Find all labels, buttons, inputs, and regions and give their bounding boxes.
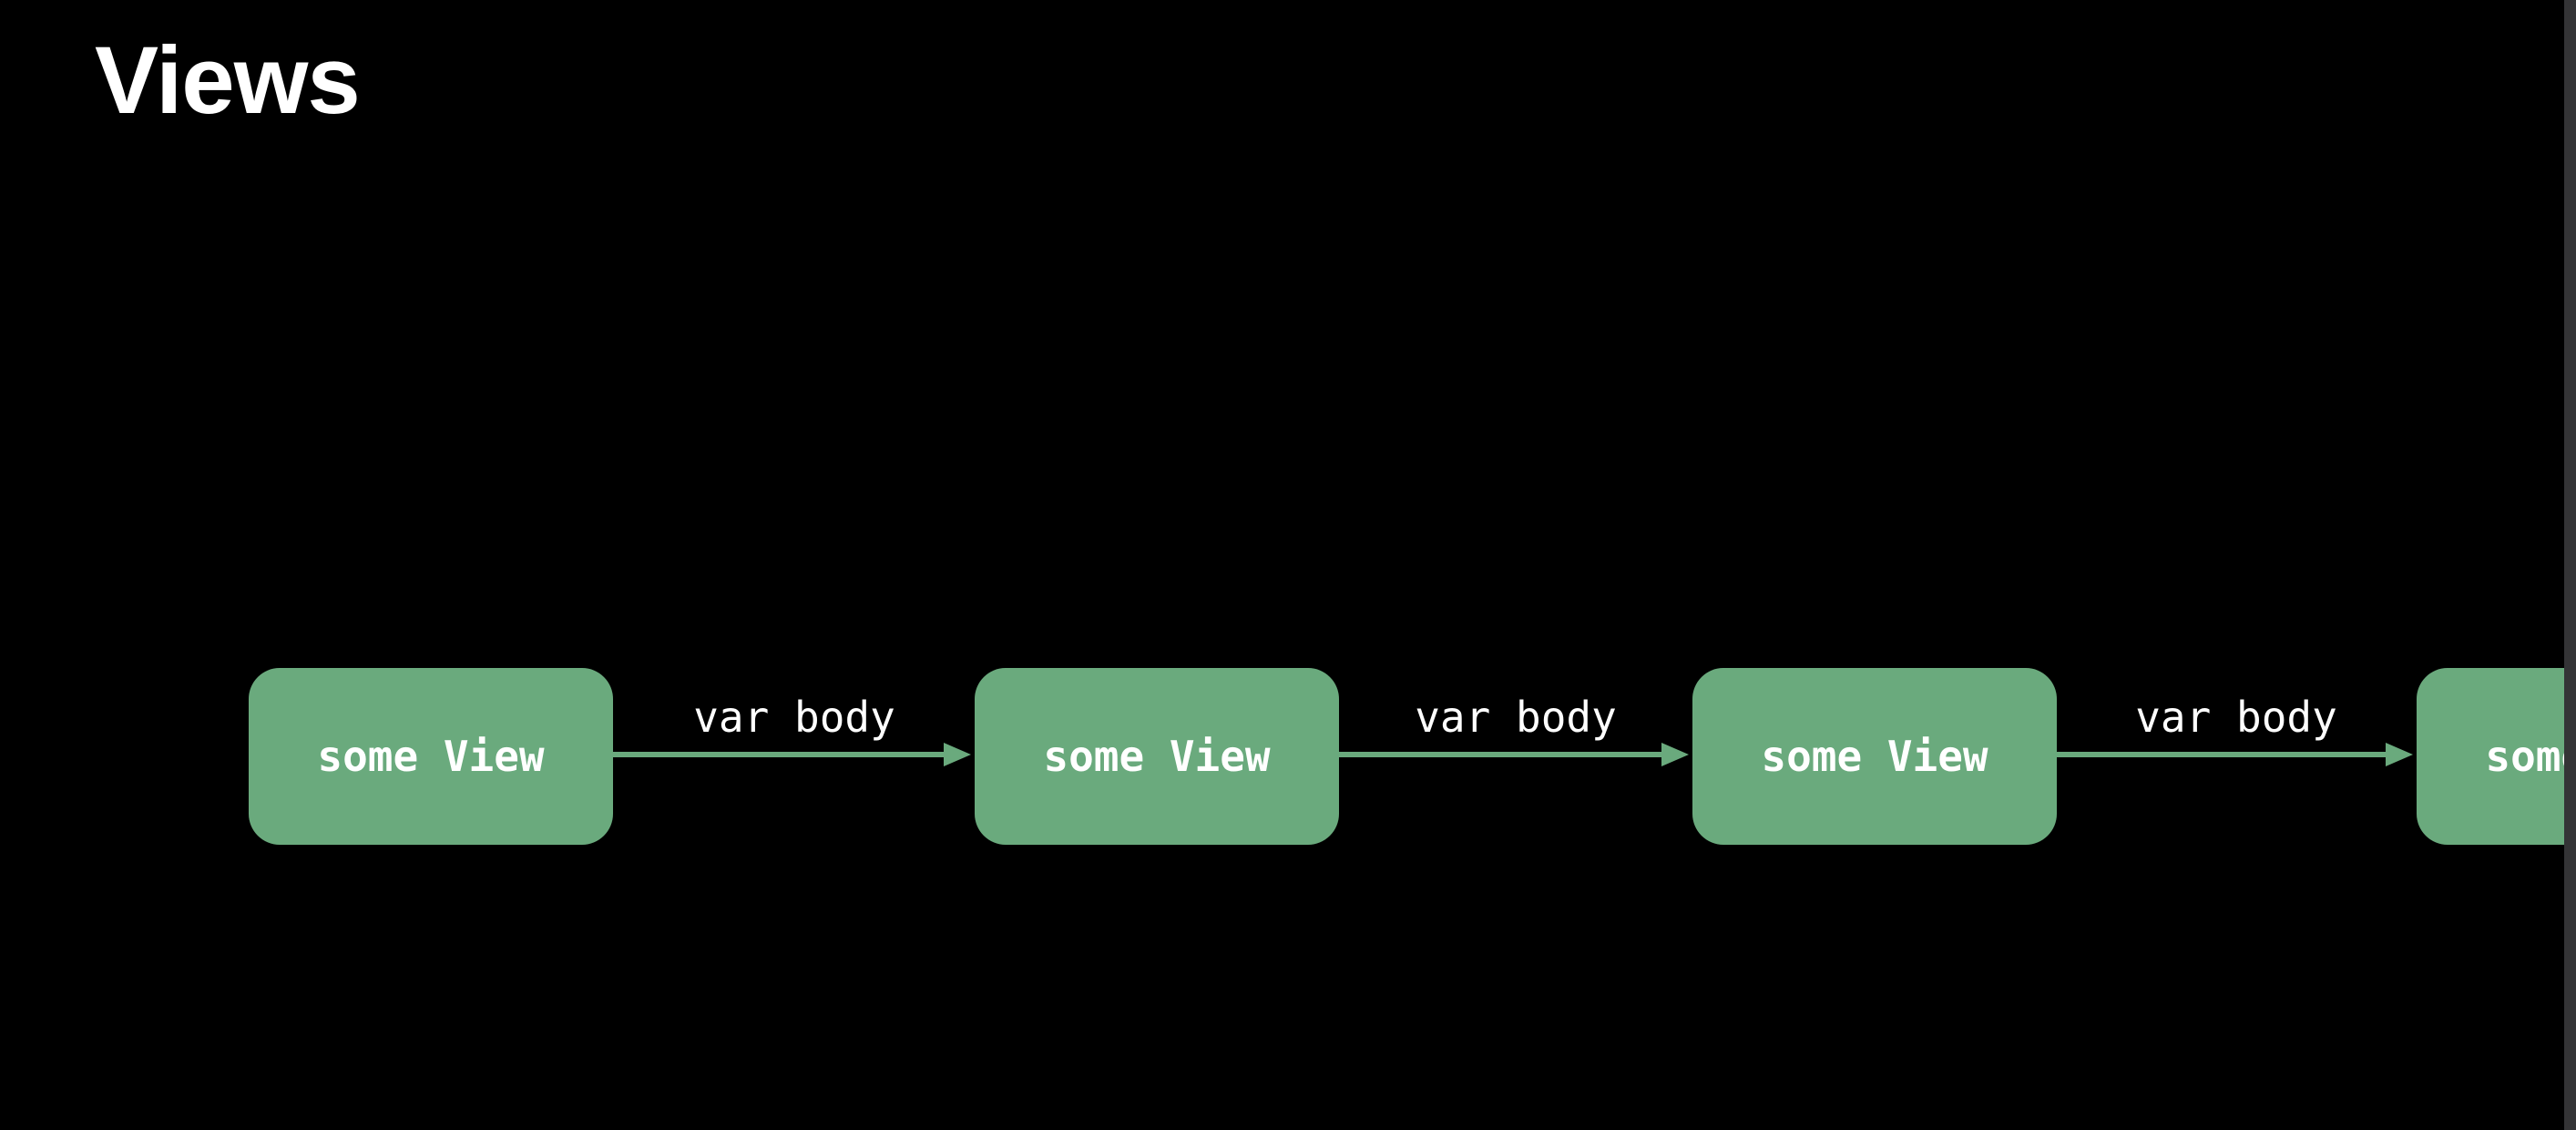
view-node-4: some View bbox=[2417, 668, 2576, 845]
arrow-label-var-body-2: var body bbox=[1415, 693, 1617, 742]
view-node-label: some View bbox=[2485, 732, 2576, 781]
window-edge-strip bbox=[2564, 0, 2576, 1130]
view-node-label: some View bbox=[317, 732, 545, 781]
arrow-head-icon bbox=[944, 743, 971, 766]
slide-title: Views bbox=[95, 27, 361, 134]
arrow-head-icon bbox=[1661, 743, 1689, 766]
view-node-2: some View bbox=[975, 668, 1339, 845]
arrow-line bbox=[2057, 752, 2391, 757]
body-arrow-3 bbox=[2057, 743, 2413, 766]
body-arrow-1 bbox=[613, 743, 971, 766]
view-node-3: some View bbox=[1692, 668, 2057, 845]
arrow-line bbox=[1339, 752, 1667, 757]
view-node-1: some View bbox=[249, 668, 613, 845]
arrow-label-var-body-1: var body bbox=[693, 693, 895, 742]
view-node-label: some View bbox=[1761, 732, 1988, 781]
body-arrow-2 bbox=[1339, 743, 1689, 766]
view-node-label: some View bbox=[1043, 732, 1271, 781]
arrow-label-var-body-3: var body bbox=[2135, 693, 2337, 742]
arrow-head-icon bbox=[2386, 743, 2413, 766]
arrow-line bbox=[613, 752, 949, 757]
